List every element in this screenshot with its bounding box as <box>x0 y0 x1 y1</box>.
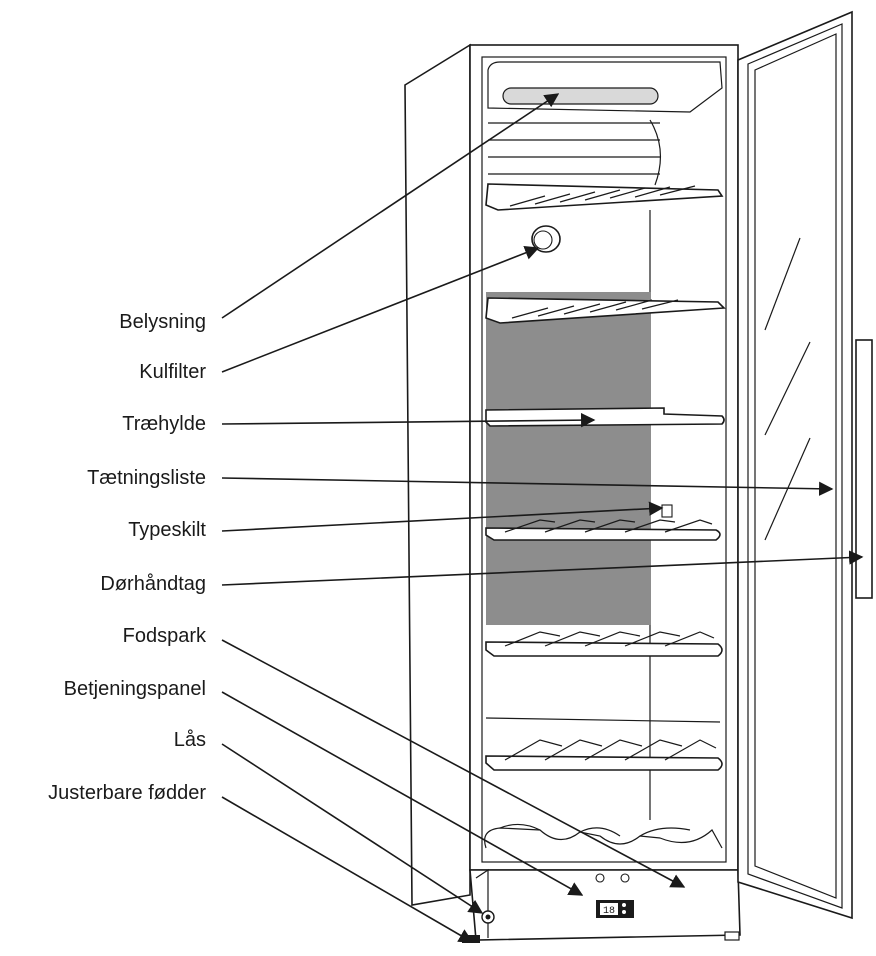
glass-door <box>737 10 873 920</box>
leader-justerbare <box>221 796 474 943</box>
label-traehylde: Træhylde <box>122 413 206 435</box>
leader-las <box>221 743 484 914</box>
leader-dorhandtag <box>221 550 864 586</box>
label-dorhandtag: Dørhåndtag <box>100 573 206 595</box>
label-typeskilt: Typeskilt <box>128 519 206 541</box>
leader-typeskilt <box>221 501 664 532</box>
label-betjeningspanel: Betjeningspanel <box>64 678 206 700</box>
leader-betjeningspanel <box>221 691 584 896</box>
type-plate <box>661 504 673 518</box>
leader-belysning <box>221 93 560 319</box>
foot-right <box>724 931 740 941</box>
leader-kulfilter <box>221 246 540 373</box>
leader-taetningsliste <box>221 477 834 496</box>
shelf-4 <box>485 631 723 657</box>
labels: Belysning Kulfilter Træhylde Tætningslis… <box>48 311 207 804</box>
shelf-3 <box>485 519 721 541</box>
label-justerbare: Justerbare fødder <box>48 782 206 804</box>
label-las: Lås <box>174 729 206 751</box>
shelf-5 <box>485 717 723 771</box>
carbon-filter <box>531 225 561 253</box>
shelf-2 <box>485 297 726 324</box>
shelf-1 <box>485 183 724 211</box>
label-kulfilter: Kulfilter <box>139 361 206 383</box>
display-readout: 18 <box>603 906 615 917</box>
base-plinth: 18 <box>462 868 741 943</box>
leader-traehylde <box>221 412 596 428</box>
label-belysning: Belysning <box>119 311 206 333</box>
label-fodspark: Fodspark <box>123 625 207 647</box>
label-taetningsliste: Tætningsliste <box>87 467 206 489</box>
back-panel <box>486 292 651 625</box>
shelf-wood <box>485 407 725 427</box>
light-strip <box>502 87 659 105</box>
leader-fodspark <box>221 639 686 888</box>
cabinet-side-panel <box>404 43 471 906</box>
leader-lines <box>221 93 864 943</box>
top-light-area <box>487 61 723 186</box>
bottom-rack <box>484 823 723 849</box>
door-handle <box>855 339 873 599</box>
cabinet-inner-frame <box>481 56 727 863</box>
